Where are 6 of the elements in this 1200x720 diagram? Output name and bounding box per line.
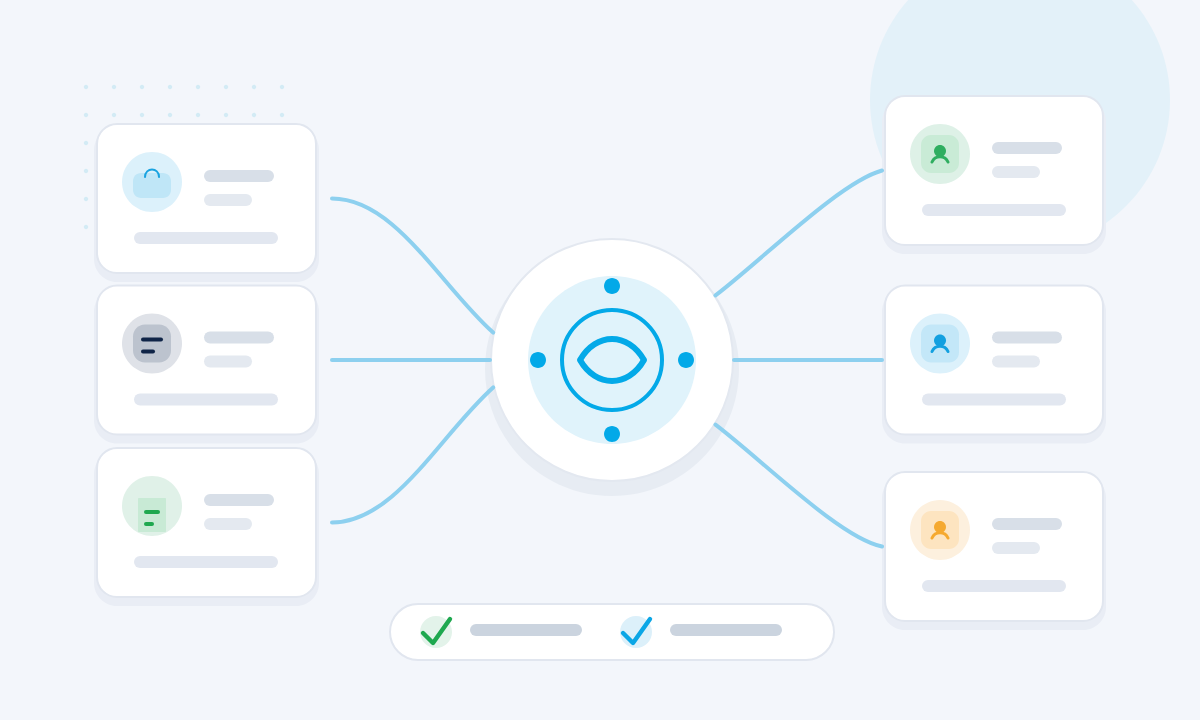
connector <box>330 196 496 335</box>
connector <box>330 358 492 362</box>
connector <box>713 422 884 549</box>
connector <box>330 385 496 525</box>
connector <box>713 168 884 298</box>
connector <box>732 358 884 362</box>
